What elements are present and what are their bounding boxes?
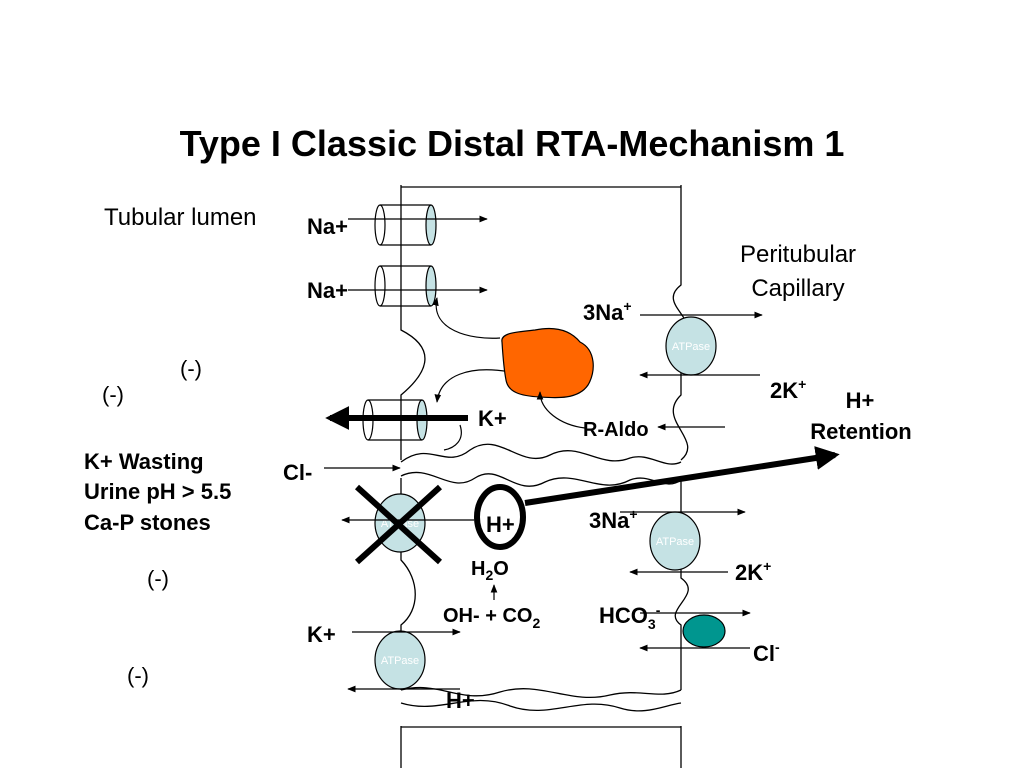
- h-ion-label-pump: H+: [486, 512, 515, 537]
- k-ion-label-channel: K+: [478, 406, 507, 431]
- h2o-label: H2O: [471, 558, 509, 583]
- h-retention-label-line2: Retention: [810, 419, 911, 444]
- oh-co2-label: OH- + CO2: [443, 605, 540, 631]
- k-ion-label-lower: K+: [307, 622, 336, 647]
- tight-junction-bottom-a: [400, 686, 682, 699]
- h-k-atpase-lower: ATPase: [347, 628, 461, 693]
- aldo-to-k-channel-arrow: [434, 369, 511, 403]
- tight-junction-bottom-b: [400, 699, 682, 712]
- capillary-label: Capillary: [751, 275, 844, 302]
- atpase-label-upper: ATPase: [672, 341, 710, 353]
- cl-lumen-label: Cl-: [283, 460, 312, 485]
- aldosterone-receptor-complex: [501, 327, 594, 399]
- aldo-to-na-channel-arrow: [432, 297, 501, 339]
- lumen-charge-2: (-): [102, 382, 124, 407]
- sodium-channel-1: [348, 204, 488, 246]
- atpase-label-bottom: ATPase: [381, 655, 419, 667]
- h-ion-label-lower: H+: [446, 688, 475, 713]
- cl-basolateral-label: Cl-: [753, 639, 780, 666]
- h-retention-label-line1: H+: [846, 388, 875, 413]
- 2k-label-upper: 2K+: [770, 376, 806, 403]
- na-k-atpase-lower: ATPase: [620, 508, 746, 576]
- lumen-charge-1: (-): [180, 356, 202, 381]
- 3na-label-upper: 3Na+: [583, 298, 632, 325]
- na-ion-label-1: Na+: [307, 214, 348, 239]
- h-retention-circle: [474, 484, 526, 550]
- na-k-atpase-upper: ATPase: [639, 311, 763, 379]
- 3na-label-lower: 3Na+: [589, 506, 638, 533]
- hco3-label: HCO3-: [599, 602, 661, 632]
- finding-k-wasting: K+ Wasting: [84, 449, 204, 474]
- na-ion-label-2: Na+: [307, 278, 348, 303]
- r-aldo-label: R-Aldo: [583, 419, 649, 441]
- tight-junction-lower: [400, 471, 682, 487]
- atpase-label-lower: ATPase: [656, 536, 694, 548]
- 2k-label-lower: 2K+: [735, 558, 771, 585]
- tubular-lumen-label: Tubular lumen: [104, 204, 257, 231]
- channel-tail-curve: [443, 424, 462, 451]
- upper-cell-luminal-membrane: [400, 185, 426, 460]
- lumen-charge-3: (-): [147, 566, 169, 591]
- lower-cell-basolateral-membrane: [674, 480, 689, 690]
- bicarbonate-chloride-exchanger: [639, 609, 751, 652]
- lumen-charge-4: (-): [127, 663, 149, 688]
- sodium-channel-2: [348, 265, 488, 307]
- h-retention-thick-arrow: [524, 446, 840, 506]
- h-atpase-defective: ATPase: [341, 484, 474, 565]
- cell-membranes: [400, 185, 689, 768]
- finding-ca-p-stones: Ca-P stones: [84, 510, 211, 535]
- peritubular-label: Peritubular: [740, 241, 856, 268]
- lower-cell-luminal-membrane: [400, 478, 416, 690]
- page-title: Type I Classic Distal RTA-Mechanism 1: [180, 123, 845, 164]
- finding-urine-ph: Urine pH > 5.5: [84, 479, 231, 504]
- tight-junction-upper: [400, 443, 682, 465]
- r-aldo-arrow: [536, 391, 586, 429]
